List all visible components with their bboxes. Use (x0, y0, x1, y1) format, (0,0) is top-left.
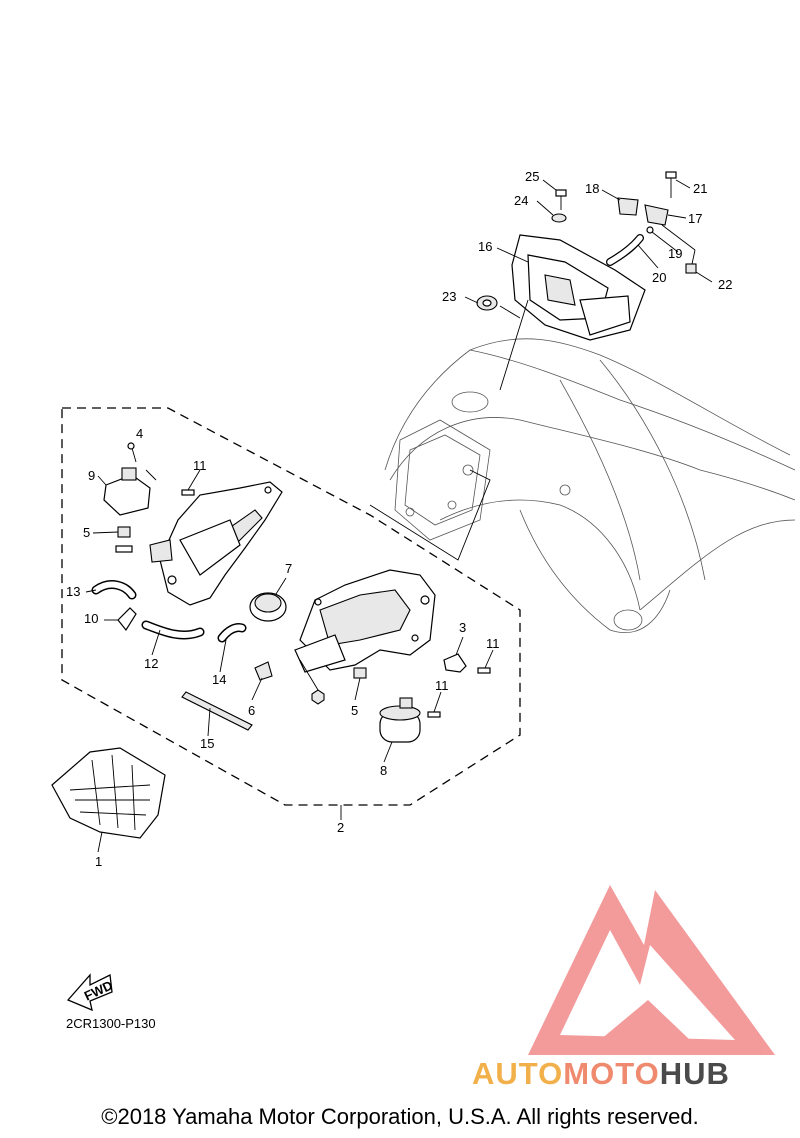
cover-16 (511, 234, 646, 341)
part-number: 3 (459, 620, 466, 635)
part-number: 11 (193, 458, 207, 473)
part-number: 19 (668, 246, 682, 261)
part-number: 25 (525, 169, 539, 184)
part-number: 17 (688, 211, 702, 226)
part-number: 9 (88, 468, 95, 483)
leader-lines-assembly (85, 469, 494, 763)
part-number: 8 (380, 763, 387, 778)
diagram-code: 2CR1300-P130 (66, 1016, 156, 1031)
part-number: 11 (486, 636, 500, 651)
duct-right (294, 569, 436, 673)
part-number: 21 (693, 181, 707, 196)
duct-left (149, 481, 283, 606)
part-number: 7 (285, 561, 292, 576)
part-number: 4 (136, 426, 143, 441)
leader-lines-upper (464, 179, 713, 391)
part-number: 5 (351, 703, 358, 718)
part-number: 2 (337, 820, 344, 835)
part-labels: 1 2 3 4 5 5 6 7 8 9 10 11 11 11 12 13 14… (66, 169, 732, 869)
part-1-cover (51, 747, 166, 853)
part-number: 22 (718, 277, 732, 292)
part-number: 15 (200, 736, 214, 751)
assembly-2-boundary (61, 407, 521, 806)
part-number: 20 (652, 270, 666, 285)
part-number: 5 (83, 525, 90, 540)
brand-part-auto: AUTO (472, 1056, 564, 1091)
watermark-logo (528, 885, 775, 1055)
part-number: 14 (212, 672, 226, 687)
part-number: 1 (95, 854, 102, 869)
part-number: 11 (435, 678, 449, 693)
part-number: 23 (442, 289, 456, 304)
parts-upper-small (476, 171, 697, 311)
brand-part-hub: HUB (659, 1056, 730, 1091)
fwd-arrow-icon: FWD (66, 973, 115, 1012)
part-number: 6 (248, 703, 255, 718)
copyright-notice: ©2018 Yamaha Motor Corporation, U.S.A. A… (101, 1104, 699, 1129)
part-number: 16 (478, 239, 492, 254)
small-parts-assembly (91, 442, 491, 743)
part-number: 10 (84, 611, 98, 626)
watermark-brand: AUTOMOTOHUB (472, 1056, 730, 1092)
part-number: 18 (585, 181, 599, 196)
part-number: 12 (144, 656, 158, 671)
part-number: 13 (66, 584, 80, 599)
part-number: 24 (514, 193, 528, 208)
reference-box (369, 469, 491, 561)
brand-part-moto: MOTO (563, 1056, 660, 1091)
frame-outline (384, 338, 796, 633)
